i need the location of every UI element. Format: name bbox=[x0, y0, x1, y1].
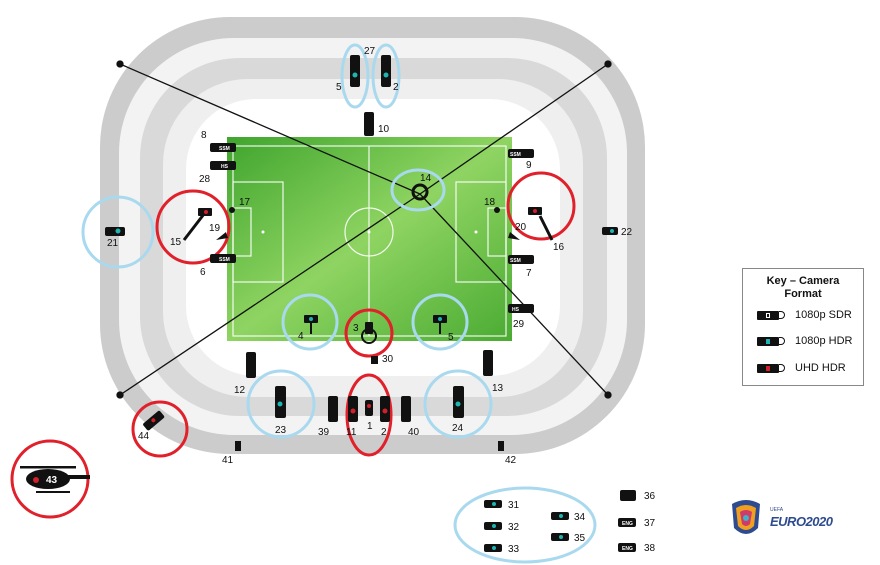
label-18: 18 bbox=[484, 197, 496, 208]
label-39: 39 bbox=[318, 427, 330, 438]
key-row-hdr: 1080p HDR bbox=[757, 335, 852, 347]
label-20: 20 bbox=[515, 222, 527, 233]
label-8: 8 bbox=[201, 130, 207, 141]
label-6: 6 bbox=[200, 267, 206, 278]
tag-eng-38: ENG bbox=[622, 546, 633, 552]
label-10: 10 bbox=[378, 124, 390, 135]
label-36: 36 bbox=[644, 491, 656, 502]
tag-hs-28: HS bbox=[221, 164, 229, 170]
label-4: 4 bbox=[298, 331, 304, 342]
tag-hs-29: HS bbox=[512, 307, 520, 313]
label-14: 14 bbox=[420, 173, 432, 184]
logo-uefa: UEFA bbox=[770, 507, 784, 513]
label-3: 3 bbox=[353, 323, 359, 334]
label-28: 28 bbox=[199, 174, 211, 185]
label-22: 22 bbox=[621, 227, 633, 238]
key-row-uhd: UHD HDR bbox=[757, 362, 846, 374]
label-35: 35 bbox=[574, 533, 586, 544]
label-40: 40 bbox=[408, 427, 420, 438]
camera-tags: SSM HS SSM SSM SSM HS ENG ENG bbox=[219, 146, 633, 552]
key-title-line2: Format bbox=[784, 288, 822, 300]
label-42: 42 bbox=[505, 455, 517, 466]
label-41: 41 bbox=[222, 455, 234, 466]
tag-ssm-6: SSM bbox=[219, 257, 230, 263]
label-2-bottom: 2 bbox=[381, 427, 387, 438]
label-9: 9 bbox=[526, 160, 532, 171]
label-12: 12 bbox=[234, 385, 246, 396]
camera-labels: 27 5 2 10 8 9 28 14 17 18 19 20 15 16 21… bbox=[46, 46, 656, 555]
logo-text: EURO2020 bbox=[770, 514, 833, 529]
key-title: Key – Camera Format bbox=[743, 275, 863, 301]
euro-trophy-icon bbox=[732, 500, 760, 534]
camera-icons bbox=[20, 55, 636, 552]
label-24: 24 bbox=[452, 423, 464, 434]
tag-eng-37: ENG bbox=[622, 521, 633, 527]
key-title-line1: Key – Camera bbox=[766, 275, 840, 287]
label-5-bottom: 5 bbox=[448, 332, 454, 343]
label-43: 43 bbox=[46, 475, 58, 486]
label-5-top: 5 bbox=[336, 82, 342, 93]
label-44: 44 bbox=[138, 431, 150, 442]
label-30: 30 bbox=[382, 354, 394, 365]
label-11: 11 bbox=[346, 427, 357, 438]
tag-ssm-9: SSM bbox=[510, 152, 521, 158]
label-32: 32 bbox=[508, 522, 520, 533]
key-label-hdr: 1080p HDR bbox=[795, 335, 853, 347]
logo-wordmark: UEFA EURO2020 bbox=[770, 507, 833, 531]
hdr-highlights bbox=[81, 43, 597, 564]
label-31: 31 bbox=[508, 500, 520, 511]
label-38: 38 bbox=[644, 543, 656, 554]
tag-ssm-8: SSM bbox=[219, 146, 230, 152]
label-1: 1 bbox=[367, 421, 373, 432]
spidercam-wires bbox=[116, 60, 612, 399]
key-label-uhd: UHD HDR bbox=[795, 362, 846, 374]
label-2-top: 2 bbox=[393, 82, 399, 93]
label-16: 16 bbox=[553, 242, 565, 253]
label-13: 13 bbox=[492, 383, 504, 394]
label-21: 21 bbox=[107, 238, 119, 249]
label-29: 29 bbox=[513, 319, 525, 330]
camera-uhd-icon bbox=[757, 363, 787, 373]
euro2020-logo: UEFA EURO2020 bbox=[728, 498, 833, 540]
camera-format-key: Key – Camera Format 1080p SDR 1080p HDR … bbox=[742, 268, 864, 386]
key-label-sdr: 1080p SDR bbox=[795, 309, 852, 321]
label-7: 7 bbox=[526, 268, 532, 279]
label-27: 27 bbox=[364, 46, 376, 57]
label-15: 15 bbox=[170, 237, 182, 248]
label-19: 19 bbox=[209, 223, 221, 234]
camera-hdr-icon bbox=[757, 336, 787, 346]
label-23: 23 bbox=[275, 425, 287, 436]
label-33: 33 bbox=[508, 544, 520, 555]
label-17: 17 bbox=[239, 197, 251, 208]
label-37: 37 bbox=[644, 518, 656, 529]
camera-sdr-icon bbox=[757, 310, 787, 320]
tag-ssm-7: SSM bbox=[510, 258, 521, 264]
key-row-sdr: 1080p SDR bbox=[757, 309, 852, 321]
pitch bbox=[227, 137, 512, 341]
label-34: 34 bbox=[574, 512, 586, 523]
